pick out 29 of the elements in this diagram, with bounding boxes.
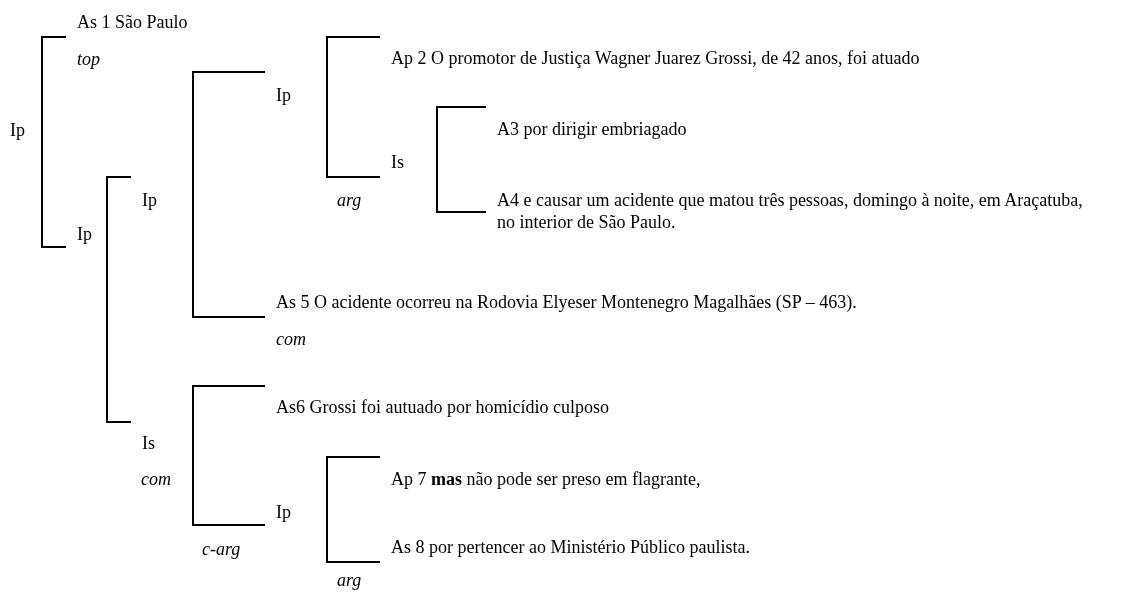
segment-text: Ap 7 mas não pode ser preso em flagrante, <box>391 468 701 490</box>
segment-text: A4 e causar um acidente que matou três pessoas, domingo à noite, em Araçatuba, no interior de São Paulo. <box>497 189 1084 233</box>
bracket-line <box>41 129 67 248</box>
bracket-line <box>436 106 487 163</box>
node-label: Ip <box>276 84 291 106</box>
node-label: Is <box>391 151 404 173</box>
bracket-line <box>326 94 381 178</box>
bracket-line <box>192 385 266 444</box>
bracket-line <box>326 36 381 96</box>
bracket-line <box>106 176 132 235</box>
bracket-line <box>41 36 67 131</box>
segment-text: Ap 2 O promotor de Justiça Wagner Juarez Grossi, de 42 anos, foi atuado <box>391 47 920 69</box>
node-label: Ip <box>77 223 92 245</box>
bracket-line <box>436 161 487 213</box>
node-label: Ip <box>142 189 157 211</box>
bracket-line <box>192 199 266 318</box>
bracket-line <box>192 442 266 526</box>
bracket-line <box>106 233 132 423</box>
bracket-line <box>326 456 381 513</box>
bracket-line <box>192 71 266 201</box>
node-label: Is <box>142 432 155 454</box>
node-label: Ip <box>10 119 25 141</box>
segment-text: As6 Grossi foi autuado por homicídio culposo <box>276 396 609 418</box>
segment-text: As 8 por pertencer ao Ministério Público paulista. <box>391 536 750 558</box>
segment-text: As 1 São Paulo <box>77 11 188 33</box>
segment-text: As 5 O acidente ocorreu na Rodovia Elyeser Montenegro Magalhães (SP – 463). <box>276 291 857 313</box>
node-label: Ip <box>276 501 291 523</box>
segment-text: A3 por dirigir embriagado <box>497 118 687 140</box>
bracket-line <box>326 511 381 563</box>
